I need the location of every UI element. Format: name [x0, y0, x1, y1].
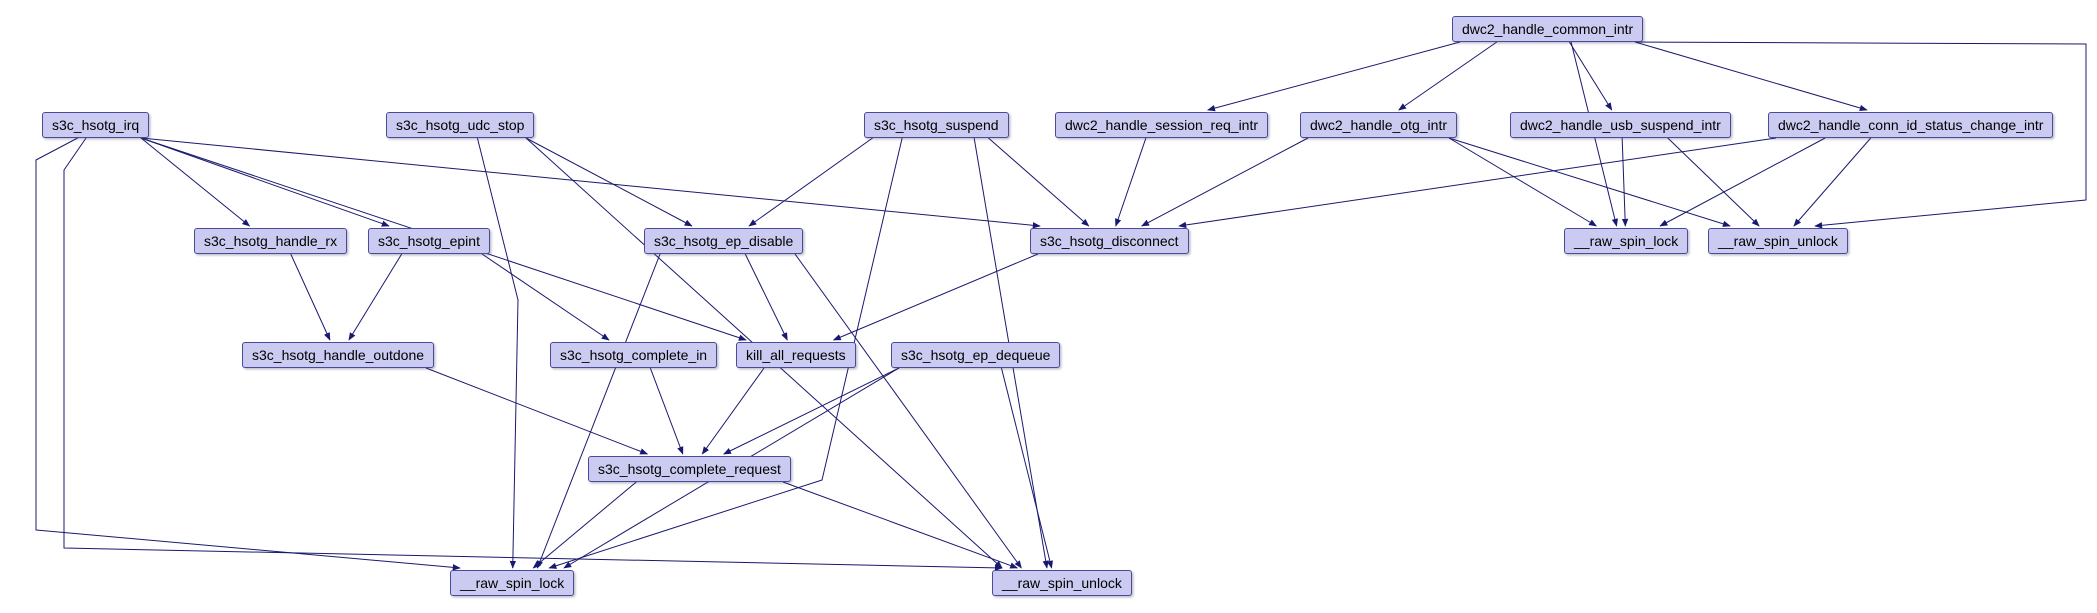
call-edge-udc_stop-to-lock_b: [476, 137, 519, 569]
call-edge-suspend-to-lock_b: [548, 137, 903, 569]
call-edge-otg-to-lock_r: [1448, 137, 1597, 227]
call-edge-kill_all-to-complete_req: [701, 367, 765, 455]
call-edge-common_intr-to-session_req: [1207, 41, 1461, 112]
graph-node-s3c-hsotg-handle-outdone[interactable]: s3c_hsotg_handle_outdone: [242, 342, 435, 368]
call-edge-otg-to-unlock_r: [1448, 137, 1731, 227]
graph-node-s3c-hsotg-irq[interactable]: s3c_hsotg_irq: [42, 112, 150, 138]
graph-node-s3c-hsotg-ep-disable[interactable]: s3c_hsotg_ep_disable: [644, 228, 804, 254]
graph-node-raw-spin-lock-bottom[interactable]: __raw_spin_lock: [450, 570, 575, 596]
call-edge-suspend-to-disconnect: [988, 137, 1090, 227]
call-edge-irq-to-handle_rx: [140, 137, 251, 227]
graph-node-s3c-hsotg-suspend[interactable]: s3c_hsotg_suspend: [864, 112, 1009, 138]
graph-node-s3c-hsotg-ep-dequeue[interactable]: s3c_hsotg_ep_dequeue: [891, 342, 1061, 368]
graph-node-dwc2-handle-common-intr[interactable]: dwc2_handle_common_intr: [1452, 16, 1644, 42]
call-edge-handle_rx-to-outdone: [290, 253, 331, 341]
graph-node-s3c-hsotg-complete-request[interactable]: s3c_hsotg_complete_request: [588, 456, 791, 482]
graph-node-dwc2-handle-usb-suspend-intr[interactable]: dwc2_handle_usb_suspend_intr: [1510, 112, 1731, 138]
call-edge-disconnect-to-kill_all: [832, 253, 1039, 341]
graph-node-s3c-hsotg-handle-rx[interactable]: s3c_hsotg_handle_rx: [194, 228, 348, 254]
call-edge-usb_suspend-to-lock_r: [1621, 137, 1629, 227]
graph-node-kill-all-requests[interactable]: kill_all_requests: [736, 342, 856, 368]
call-edge-udc_stop-to-ep_disable: [525, 137, 693, 227]
call-edge-epint-to-outdone: [348, 253, 403, 341]
call-edge-dequeue-to-complete_req: [723, 367, 900, 455]
graph-node-raw-spin-unlock-bottom[interactable]: __raw_spin_unlock: [992, 570, 1132, 596]
graph-node-s3c-hsotg-epint[interactable]: s3c_hsotg_epint: [368, 228, 490, 254]
graph-node-s3c-hsotg-complete-in[interactable]: s3c_hsotg_complete_in: [550, 342, 718, 368]
call-edge-irq-to-lock_b: [35, 137, 461, 571]
call-edge-ep_disable-to-unlock_b: [794, 253, 1022, 569]
call-edge-irq-to-disconnect: [140, 137, 1041, 229]
call-edge-common_intr-to-otg: [1398, 41, 1498, 111]
call-edge-ep_disable-to-lock_b: [536, 253, 661, 569]
graph-node-raw-spin-unlock-right[interactable]: __raw_spin_unlock: [1708, 228, 1848, 254]
graph-node-dwc2-handle-otg-intr[interactable]: dwc2_handle_otg_intr: [1300, 112, 1457, 138]
call-edge-complete_req-to-lock_b: [532, 481, 637, 569]
call-edge-common_intr-to-unlock_r: [1634, 41, 2087, 229]
call-edge-ep_disable-to-kill_all: [744, 253, 788, 341]
call-edge-otg-to-disconnect: [1141, 137, 1309, 227]
graph-node-raw-spin-lock-right[interactable]: __raw_spin_lock: [1564, 228, 1689, 254]
graph-node-dwc2-handle-conn-id-status-change-intr[interactable]: dwc2_handle_conn_id_status_change_intr: [1768, 112, 2054, 138]
call-edge-outdone-to-complete_req: [425, 367, 649, 455]
graph-node-dwc2-handle-session-req-intr[interactable]: dwc2_handle_session_req_intr: [1055, 112, 1269, 138]
call-edge-irq-to-unlock_b: [63, 137, 1003, 572]
call-edge-common_intr-to-usb_suspend: [1568, 41, 1613, 111]
call-edge-conn_id-to-lock_r: [1659, 137, 1826, 227]
call-edge-usb_suspend-to-unlock_r: [1667, 137, 1760, 227]
call-edge-suspend-to-ep_disable: [748, 137, 873, 227]
graph-node-s3c-hsotg-udc-stop[interactable]: s3c_hsotg_udc_stop: [386, 112, 535, 138]
call-edge-complete_req-to-unlock_b: [782, 481, 1019, 569]
call-edge-common_intr-to-conn_id: [1634, 41, 1868, 112]
call-edge-irq-to-epint: [140, 137, 390, 227]
call-edge-dequeue-to-unlock_b: [1000, 367, 1053, 569]
graph-node-s3c-hsotg-disconnect[interactable]: s3c_hsotg_disconnect: [1030, 228, 1189, 254]
call-edge-epint-to-complete_in: [481, 253, 610, 341]
call-edge-complete_in-to-complete_req: [649, 367, 684, 455]
call-edge-conn_id-to-unlock_r: [1793, 137, 1872, 227]
call-edge-conn_id-to-disconnect: [1178, 137, 1777, 229]
call-edge-session_req-to-disconnect: [1115, 137, 1147, 227]
